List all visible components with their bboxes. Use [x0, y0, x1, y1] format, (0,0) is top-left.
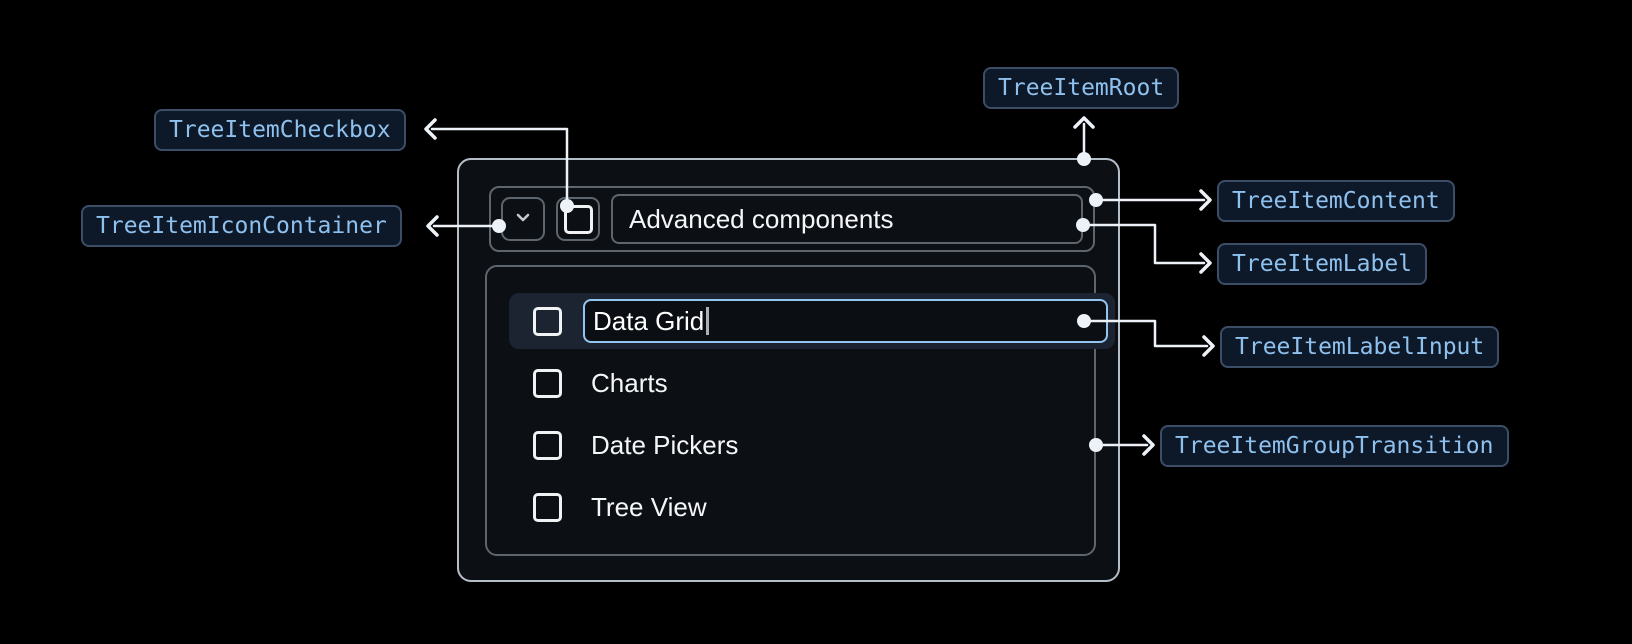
arrowhead-up	[1073, 116, 1095, 129]
annotation-tree-item-icon-container: TreeItemIconContainer	[81, 205, 402, 247]
tree-item-checkbox-container[interactable]	[556, 197, 600, 241]
annotation-tree-item-checkbox: TreeItemCheckbox	[154, 109, 406, 151]
annotation-tree-item-label-input: TreeItemLabelInput	[1220, 326, 1500, 368]
checkbox-unchecked-icon[interactable]	[533, 492, 562, 522]
tree-item-root: Advanced components Data Grid Charts Dat…	[457, 158, 1120, 582]
checkbox-unchecked-icon[interactable]	[533, 368, 562, 398]
tree-item-row[interactable]: Date Pickers	[487, 417, 1094, 473]
annotation-tree-item-root: TreeItemRoot	[983, 67, 1180, 109]
tree-item-label-text: Advanced components	[629, 203, 894, 234]
arrowhead-right	[1199, 189, 1212, 211]
tree-item-group-transition: Data Grid Charts Date Pickers Tree View	[485, 265, 1115, 556]
tree-item-row[interactable]: Charts	[487, 355, 1094, 411]
arrowhead-left	[426, 215, 439, 237]
label-input-value: Data Grid	[593, 305, 705, 336]
arrowhead-right	[1142, 434, 1155, 456]
tree-item-row-editing[interactable]: Data Grid	[509, 293, 1115, 349]
arrowhead-right	[1202, 335, 1215, 357]
annotation-tree-item-group-transition: TreeItemGroupTransition	[1160, 425, 1509, 467]
tree-item-label-text: Tree View	[591, 491, 707, 522]
text-caret	[706, 307, 710, 335]
tree-item-icon-container[interactable]	[501, 197, 545, 241]
checkbox-unchecked-icon[interactable]	[533, 430, 562, 460]
tree-item-label-input[interactable]: Data Grid	[583, 299, 1108, 343]
tree-item-content[interactable]: Advanced components	[489, 186, 1095, 252]
tree-item-row[interactable]: Tree View	[487, 479, 1094, 535]
tree-item-label-text: Date Pickers	[591, 429, 739, 460]
tree-item-label-text: Charts	[591, 367, 668, 398]
tree-item-label: Advanced components	[611, 194, 1083, 244]
arrowhead-right	[1199, 252, 1212, 274]
arrowhead-left	[424, 118, 437, 140]
checkbox-unchecked-icon[interactable]	[563, 204, 593, 234]
annotation-tree-item-label: TreeItemLabel	[1217, 243, 1428, 285]
chevron-down-icon	[511, 205, 535, 234]
annotation-tree-item-content: TreeItemContent	[1217, 180, 1455, 222]
checkbox-unchecked-icon[interactable]	[533, 306, 562, 336]
